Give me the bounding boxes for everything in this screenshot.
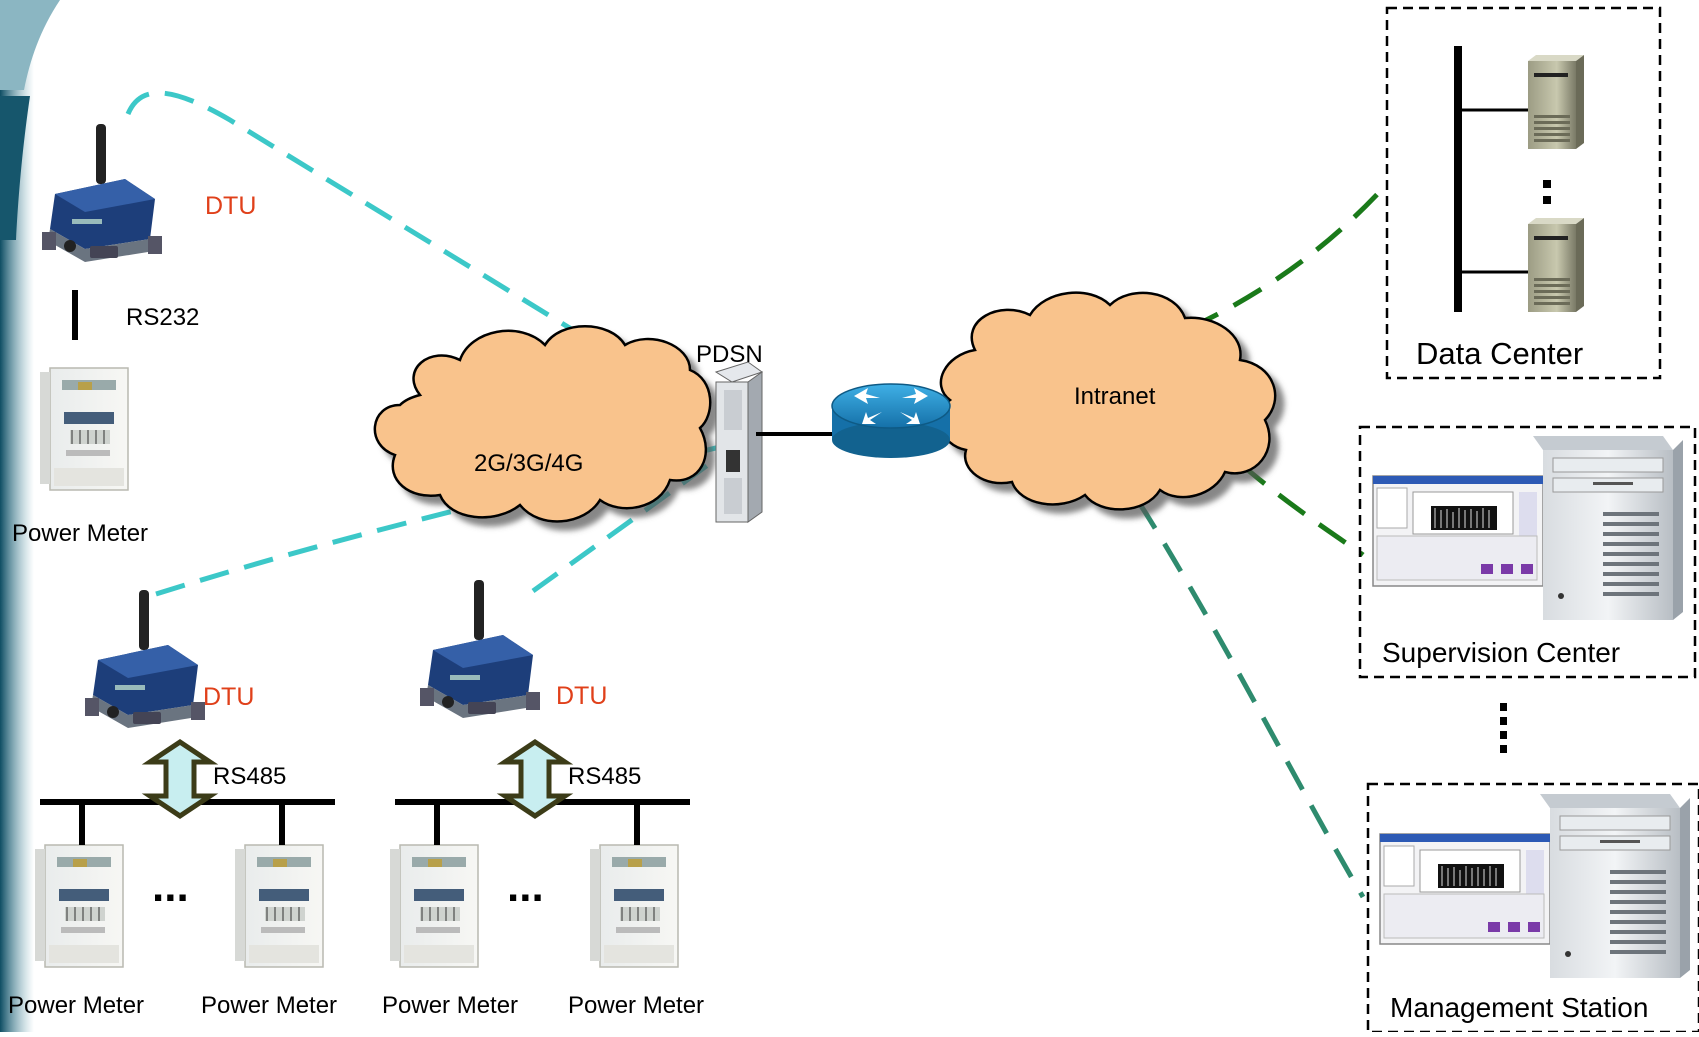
dtu-top-label: DTU: [205, 192, 257, 220]
power-meter-3-device: [389, 844, 479, 968]
dtu-mid-device: [420, 580, 540, 718]
rs485-left-coupler: [150, 742, 210, 816]
vertical-ellipsis: [1500, 703, 1507, 753]
supervision-center-box: [1358, 425, 1697, 679]
data-center-box: [1385, 6, 1662, 380]
ellipsis-left: ...: [152, 862, 189, 911]
router-icon: [831, 383, 951, 458]
cellular-network-cloud: [373, 325, 712, 523]
pdsn-server: [714, 361, 764, 523]
ellipsis-mid: ...: [507, 862, 544, 911]
rs485-mid-coupler: [505, 742, 565, 816]
power-meter-2-device: [234, 844, 324, 968]
data-center-server-1: [1528, 55, 1584, 149]
data-center-label: Data Center: [1416, 336, 1584, 371]
dtu-left-device: [85, 590, 205, 728]
cellular-network-label: 2G/3G/4G: [474, 450, 584, 477]
power-meter-3-label: Power Meter: [382, 992, 519, 1019]
power-meter-top-device: [39, 367, 129, 491]
dtu-left-label: DTU: [203, 683, 255, 711]
intranet-cloud: [938, 291, 1277, 511]
link-dtu-left-pdsn: [155, 444, 721, 597]
supervision-center-label: Supervision Center: [1382, 637, 1621, 668]
rs485-mid-label: RS485: [568, 763, 642, 790]
power-meter-2-label: Power Meter: [201, 992, 338, 1019]
power-meter-1-label: Power Meter: [8, 992, 145, 1019]
link-dtu-top-pdsn: [125, 90, 722, 423]
power-meter-top-label: Power Meter: [12, 520, 149, 547]
power-meter-4-device: [589, 844, 679, 968]
management-workstation: [1379, 793, 1691, 979]
power-meter-1-device: [34, 844, 124, 968]
intranet-label: Intranet: [1074, 383, 1156, 410]
rs485-left-label: RS485: [213, 763, 287, 790]
background-decoration: [0, 0, 60, 1032]
management-station-label: Management Station: [1390, 992, 1649, 1023]
intranet-links: [951, 184, 1387, 899]
dtu-mid-label: DTU: [556, 682, 608, 710]
rs232-label: RS232: [126, 304, 200, 331]
power-meter-4-label: Power Meter: [568, 992, 705, 1019]
data-center-server-2: [1528, 218, 1584, 312]
supervision-workstation: [1372, 435, 1684, 621]
dtu-top-device: [42, 124, 162, 262]
pdsn-label: PDSN: [696, 341, 763, 368]
link-router-management: [957, 436, 1366, 899]
data-center-rack: [1454, 46, 1551, 312]
